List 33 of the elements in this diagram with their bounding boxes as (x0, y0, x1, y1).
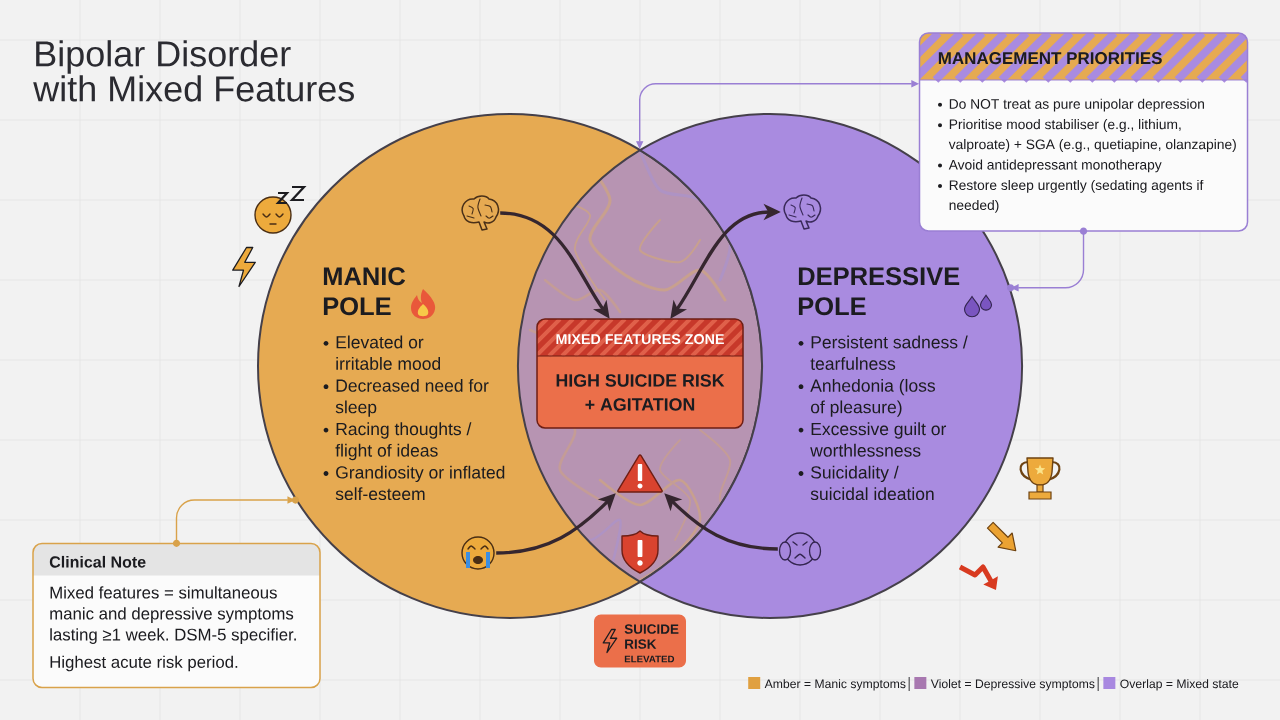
list-item: Suicidality / suicidal ideation (810, 465, 934, 501)
list-item: Racing thoughts / flight of ideas (335, 422, 472, 461)
legend-text: Violet = Depressive symptoms (930, 679, 1095, 691)
box-header: MANAGEMENT PRIORITIES (919, 33, 1248, 84)
list-item: Restore sleep urgently (sedating agents if needed) (949, 179, 1204, 213)
face-in-hands-icon (778, 532, 822, 566)
box-header: Clinical Note (33, 543, 320, 576)
list-item: Anhedonia (loss of pleasure) (810, 378, 936, 417)
list-item: Persistent sadness / tearfulness (810, 335, 968, 370)
list-item: Grandiosity or inflated self-esteem (335, 465, 505, 501)
risk-badge (594, 614, 686, 668)
note-text: Highest acute risk period. (50, 655, 238, 672)
list-item: Excessive guilt or worthlessness (810, 422, 947, 457)
list-item: Decreased need for sleep (335, 378, 489, 417)
info-box (918, 32, 1249, 235)
heading: DEPRESSIVE POLE (798, 267, 960, 316)
badge-text: ELEVATED (624, 655, 675, 663)
note-box (32, 539, 321, 689)
list-item: Do NOT treat as pure unipolar depression (949, 98, 1204, 112)
legend-text: Overlap = Mixed state (1120, 679, 1239, 691)
title: Bipolar Disorder with Mixed Features (33, 40, 354, 102)
badge-text: SUICIDE RISK (624, 624, 679, 649)
brain-icon (461, 195, 500, 231)
list-item: Elevated or irritable mood (336, 335, 441, 370)
crying-face-icon (461, 536, 495, 570)
legend-text: Amber = Manic symptoms (764, 679, 906, 691)
note-text: Mixed features = simultaneous manic and depressive symptoms lasting ≥1 week. DSM-5 specifier. (50, 586, 296, 644)
heading: MANIC POLE (323, 267, 406, 316)
alert-text: HIGH SUICIDE RISK + AGITATION (556, 374, 725, 411)
list-item: Avoid antidepressant monotherapy (948, 159, 1162, 173)
list-item: Prioritise mood stabiliser (e.g., lithium, valproate) + SGA (e.g., quetiapine, olanzapine) (948, 119, 1236, 152)
box-header: MIXED FEATURES ZONE (536, 319, 744, 358)
brain-icon (783, 194, 822, 230)
